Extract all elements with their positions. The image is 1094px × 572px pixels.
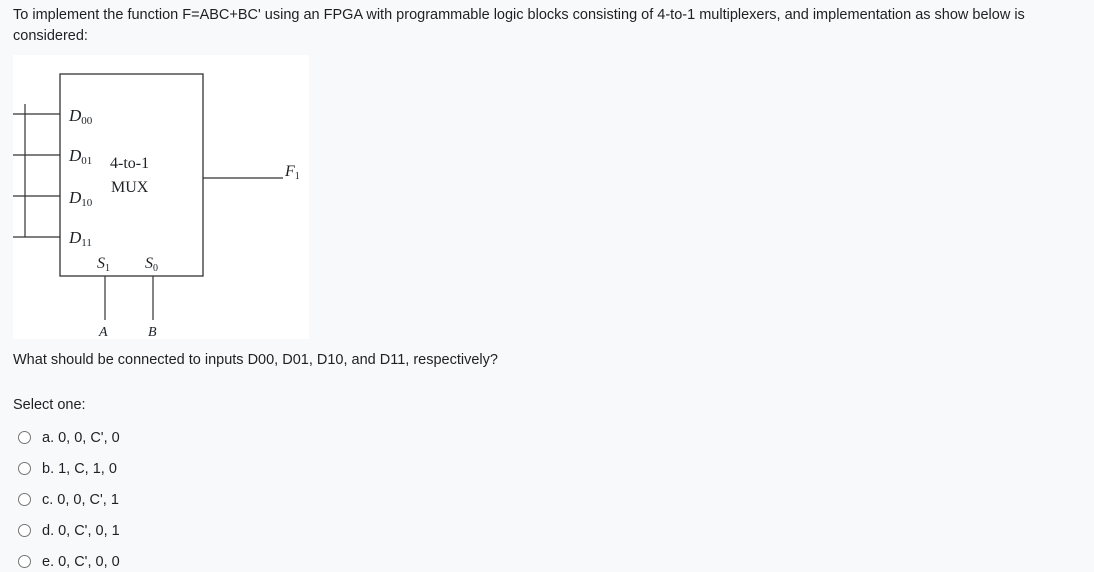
select-label-s0: S0 [145,255,158,274]
option-text: 0, 0, C', 0 [58,429,120,446]
radio-a[interactable] [18,431,31,444]
mux-diagram-svg: D00 D01 D10 D11 4-to-1 MUX F1 S1 S0 A B [13,73,300,340]
option-letter: a. [42,429,55,446]
option-text: 0, C', 0, 1 [58,522,120,539]
input-label-d10: D10 [68,188,93,209]
signal-label-a: A [98,325,108,339]
option-letter: e. [42,553,55,570]
option-letter: d. [42,522,55,539]
option-letter: b. [42,460,55,477]
option-letter: c. [42,491,54,508]
radio-d[interactable] [18,524,31,537]
radio-b[interactable] [18,462,31,475]
input-label-d00: D00 [68,106,93,127]
question-text: To implement the function F=ABC+BC' usin… [13,7,1025,44]
option-text: 1, C, 1, 0 [58,460,117,477]
option-e[interactable]: e. 0, C', 0, 0 [18,546,120,572]
option-c[interactable]: c. 0, 0, C', 1 [18,484,120,515]
option-text: 0, 0, C', 1 [57,491,119,508]
mux-diagram: D00 D01 D10 D11 4-to-1 MUX F1 S1 S0 A B [13,55,309,340]
output-label-f1: F1 [284,163,300,182]
mux-label-type: 4-to-1 [110,155,149,172]
answer-options: a. 0, 0, C', 0 b. 1, C, 1, 0 c. 0, 0, C'… [18,422,120,572]
option-a[interactable]: a. 0, 0, C', 0 [18,422,120,453]
question-prompt: What should be connected to inputs D00, … [13,352,498,368]
input-label-d11: D11 [68,228,92,249]
radio-e[interactable] [18,555,31,568]
option-b[interactable]: b. 1, C, 1, 0 [18,453,120,484]
signal-label-b: B [148,325,157,339]
mux-label-mux: MUX [111,179,149,196]
option-text: 0, C', 0, 0 [58,553,120,570]
radio-c[interactable] [18,493,31,506]
option-d[interactable]: d. 0, C', 0, 1 [18,515,120,546]
mux-box [59,73,204,277]
input-label-d01: D01 [68,146,92,167]
select-label-s1: S1 [97,255,110,274]
select-one-label: Select one: [13,397,86,413]
